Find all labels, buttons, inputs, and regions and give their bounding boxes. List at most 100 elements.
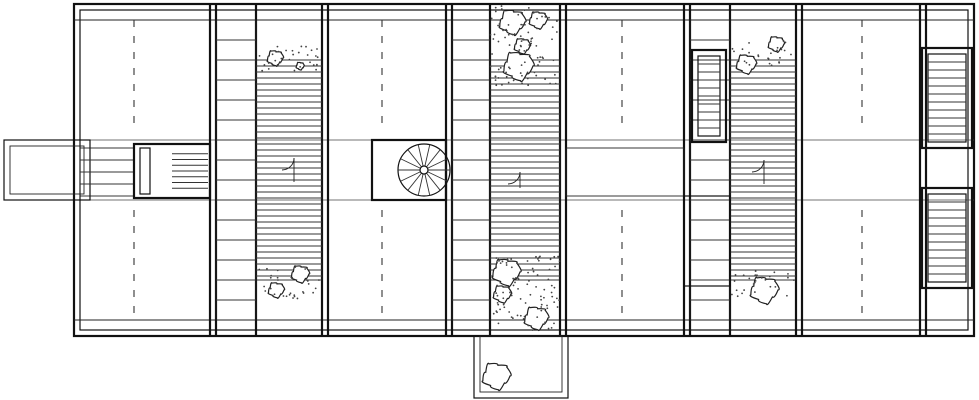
planter-stipple [553,301,556,303]
planter-stipple [535,74,538,77]
planter-stipple [536,27,538,30]
spiral-tread [417,144,424,167]
planter-stipple [495,310,498,313]
planter-stipple [490,17,493,20]
planter-stipple [776,49,778,52]
planter-stipple [495,292,498,295]
planter-stipple [261,69,264,72]
planter-stipple [523,9,526,12]
planter-stipple [522,318,525,320]
door-swing-icon [281,157,765,188]
planter-stipple [503,306,506,309]
planter-stipple [521,74,523,77]
planter-stipple [776,46,779,49]
planter-stipple [507,33,510,36]
planter-stipple [504,36,506,39]
spiral-tread [424,173,431,196]
planter-stipple [516,277,519,279]
planter-stipple [544,78,547,81]
planter-stipple [510,294,513,297]
slatted-terraces [79,19,797,321]
planter-stipple [496,284,498,287]
planter-stipple [526,71,529,74]
planter-stipple [537,64,539,66]
planter-stipple [507,81,510,84]
stair-block-right-a [690,48,728,144]
planter-stipple [511,33,514,36]
planter-stipple [787,272,789,275]
planter-stipple [753,281,756,284]
planter-stipple [743,60,746,63]
planting [258,5,795,392]
planter-stipple [497,40,500,43]
planter-stipple [553,73,556,76]
stair-block-left [132,142,212,200]
planter-stipple [521,82,523,85]
planter-stipple [502,303,505,306]
planter-stipple [519,44,522,47]
planter-stipple [270,274,273,277]
planter-stipple [499,308,501,311]
planter-stipple [518,49,521,51]
stair-block-right-b [920,46,974,150]
planter-stipple [277,279,279,281]
planter-stipple [496,294,499,297]
planter-stipple [530,40,532,43]
planter-stipple [552,59,555,62]
terrace-strip [729,59,797,281]
planter-stipple [549,82,551,85]
planter-stipple [269,276,272,279]
planter-stipple [558,260,561,263]
planter-stipple [520,64,523,67]
planter-stipple [754,270,757,273]
planter-stipple [531,37,534,40]
planter-stipple [753,291,756,293]
planter-stipple [767,57,770,60]
planter-stipple [297,51,300,54]
planter-stipple [540,306,543,308]
planter-stipple [752,283,755,285]
spiral-tread [407,172,422,191]
planter-stipple [550,291,553,294]
planter-stipple [274,59,277,62]
planter-stipple [505,264,508,266]
planter-stipple [293,294,296,297]
spiral-tread [400,158,421,169]
planter-stipple [280,57,283,60]
planter-stipple [520,12,523,15]
planter-stipple [553,322,555,325]
tree-symbol-icon [735,54,758,76]
planter-stipple [508,66,510,69]
planter-stipple [500,8,503,10]
planter-stipple [288,58,291,61]
planter-stipple [546,307,549,310]
planter-stipple [318,279,320,281]
planter-stipple [535,285,537,288]
planter-stipple [277,50,280,53]
planter-stipple [536,17,538,20]
tree-symbol-icon [491,258,522,288]
planter-stipple [770,64,773,67]
planter-stipple [513,33,516,35]
planter-stipple [309,61,311,64]
planter-stipple [497,77,500,79]
terrace-strip [255,59,323,281]
tree-symbol-icon [267,282,286,299]
planter-stipple [291,276,294,279]
planter-stipple [267,68,270,70]
planter-stipple [790,53,792,56]
planter-stipple [492,38,495,40]
planter-stipple [519,314,522,317]
planter-stipple [306,54,309,56]
planter-stipple [514,281,516,284]
planter-stipple [773,271,776,274]
planter-stipple [734,273,737,276]
planter-stipple [551,26,554,29]
planter-stipple [497,322,500,325]
spiral-tread [427,158,448,169]
planter-stipple [267,62,270,64]
planter-stipple [502,291,504,294]
tree-symbol-icon [266,50,285,67]
planter-stipple [538,60,541,63]
planter-stipple [551,295,554,298]
